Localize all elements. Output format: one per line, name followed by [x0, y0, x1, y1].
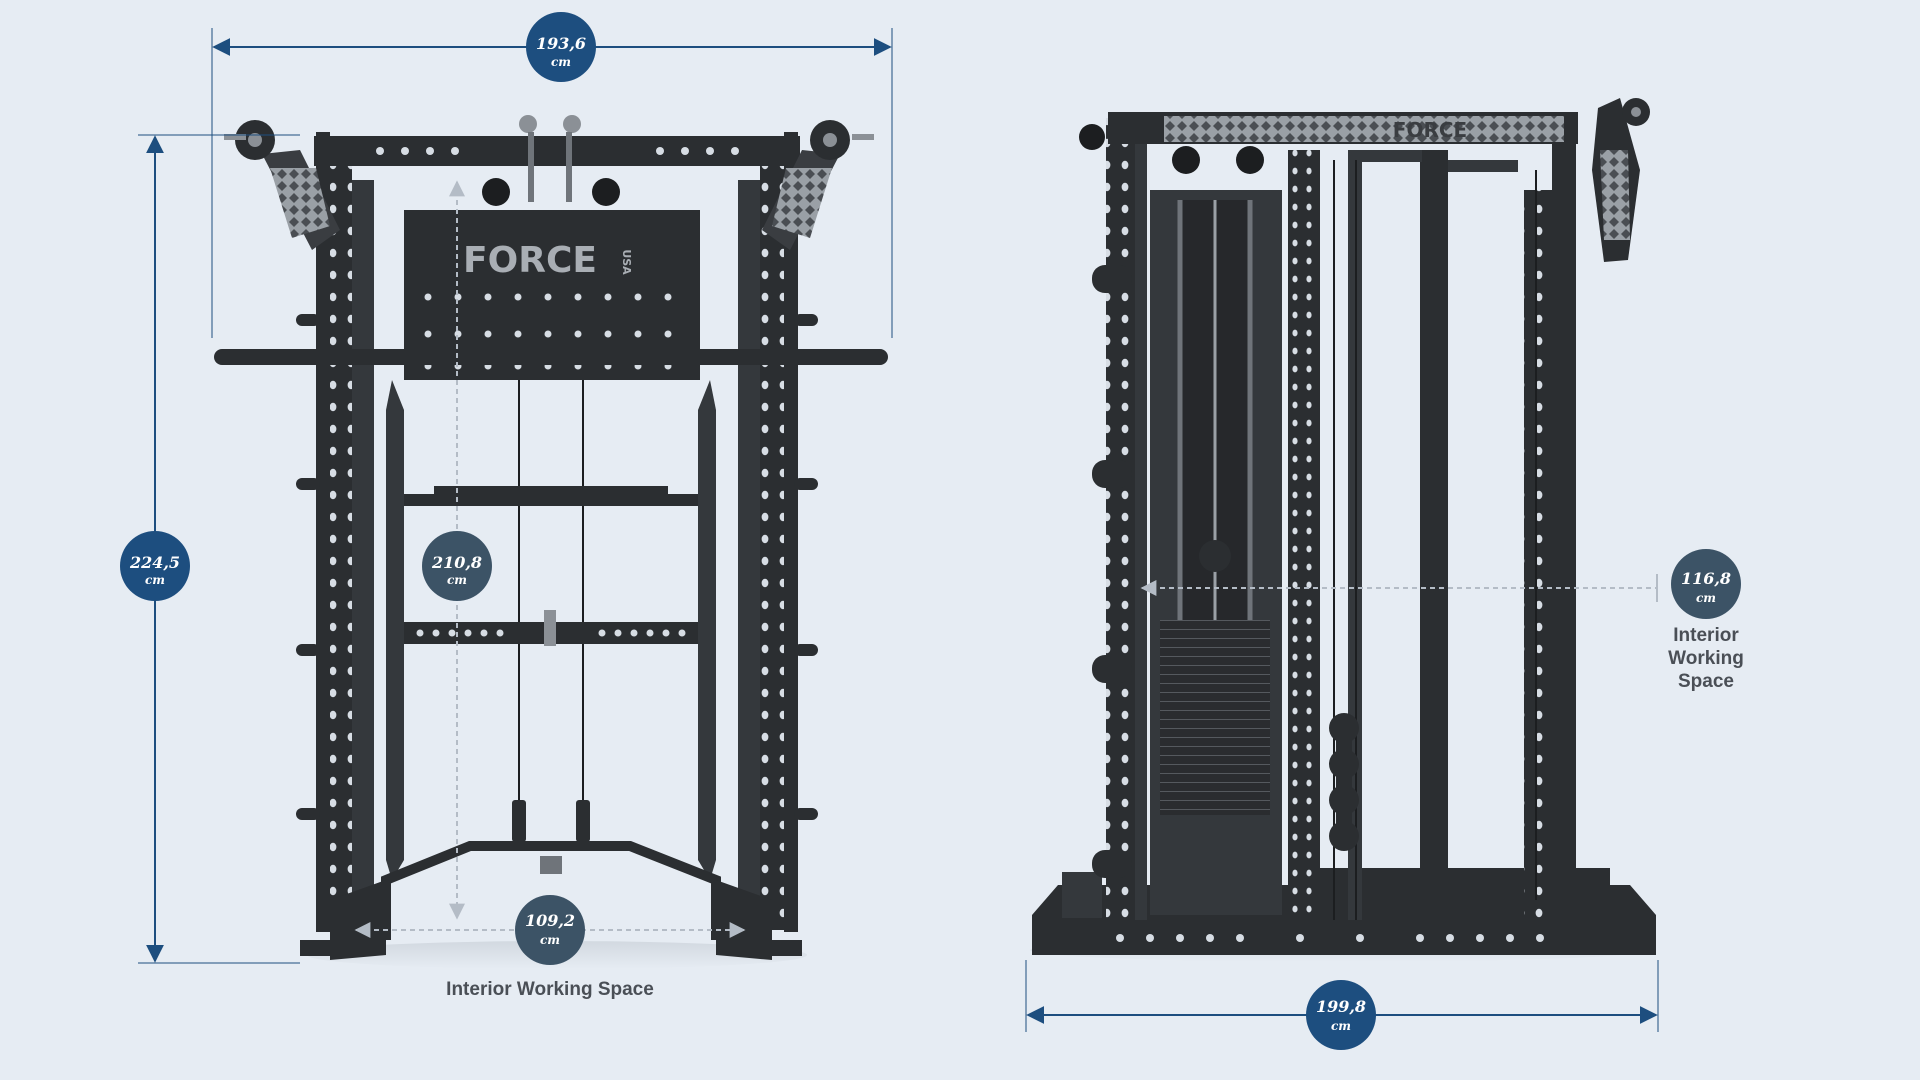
front-interior-height-value: 210,8 — [431, 553, 482, 572]
front-brand-logo: FORCE — [463, 240, 597, 281]
front-width-unit: cm — [551, 55, 571, 69]
side-depth-unit: cm — [1331, 1019, 1351, 1033]
front-interior-height-dimension: 210,8 cm — [422, 180, 492, 920]
front-height-value: 224,5 — [129, 553, 180, 572]
side-upright-rear — [1524, 190, 1554, 920]
front-interior-width-dimension: 109,2 cm Interior Working Space — [354, 895, 746, 1000]
front-pulley-right — [762, 120, 874, 250]
side-upright-mid — [1288, 150, 1320, 920]
side-rack: FORCE — [1030, 98, 1656, 962]
side-brand-logo: FORCE — [1393, 118, 1467, 142]
side-weight-stack — [1160, 620, 1270, 815]
front-interior-caption: Interior Working Space — [446, 979, 654, 1000]
side-upright-front — [1106, 118, 1136, 918]
side-depth-value: 199,8 — [1316, 997, 1366, 1016]
side-depth-dimension: 199,8 cm — [1025, 960, 1659, 1050]
front-brand-logo-sub: USA — [620, 249, 633, 275]
front-width-value: 193,6 — [536, 34, 586, 53]
front-pulley-left — [224, 120, 340, 250]
side-interior-depth-dimension: 116,8 cm Interior Working Space — [1140, 549, 1744, 692]
front-smith-bar — [214, 349, 888, 365]
front-rack: FORCE USA — [214, 115, 888, 969]
front-interior-width-value: 109,2 — [525, 911, 575, 930]
side-interior-depth-unit: cm — [1696, 591, 1716, 605]
front-top-beam — [314, 136, 800, 166]
side-interior-caption-line-2: Working — [1668, 648, 1744, 669]
side-top-beam — [1164, 116, 1564, 142]
front-width-dimension: 193,6 cm — [211, 12, 893, 338]
side-interior-caption-line-3: Space — [1678, 671, 1734, 692]
front-height-unit: cm — [145, 573, 165, 587]
front-interior-width-unit: cm — [540, 933, 560, 947]
side-interior-caption-line-1: Interior — [1673, 625, 1739, 646]
front-interior-height-unit: cm — [447, 573, 467, 587]
side-interior-depth-value: 116,8 — [1681, 569, 1731, 588]
front-height-dimension: 224,5 cm — [120, 134, 300, 964]
